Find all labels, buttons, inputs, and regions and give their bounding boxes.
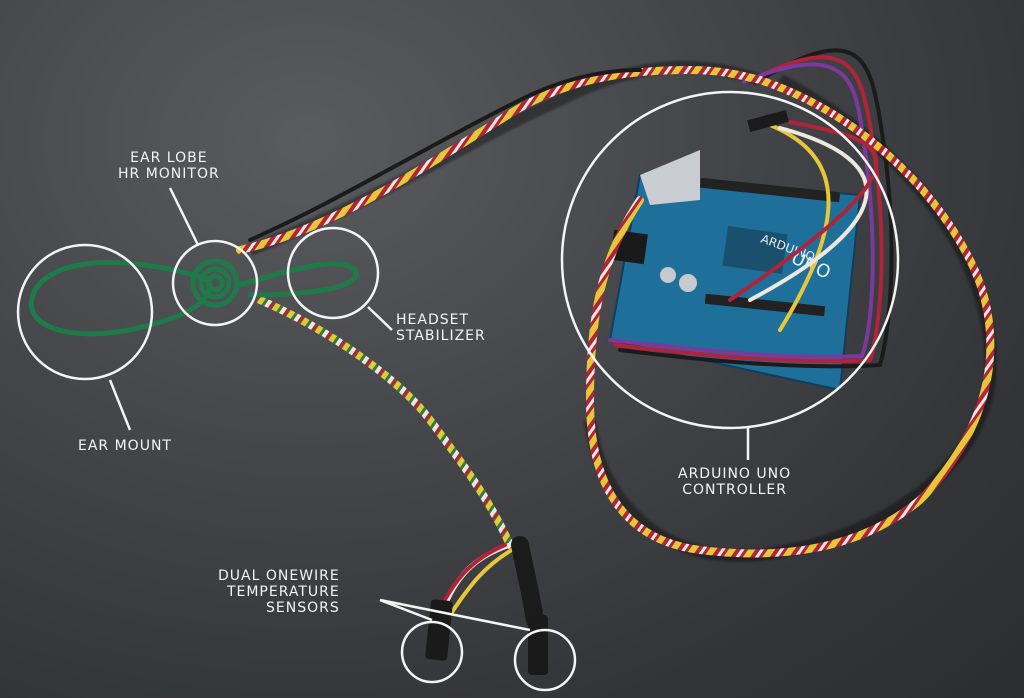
jumper-wires (608, 48, 894, 369)
sensor-left-marker-circle (400, 620, 464, 684)
ear-mount-marker-circle (16, 243, 154, 381)
sensor-leads (425, 536, 548, 675)
annotation-overlays (16, 90, 900, 692)
dual-onewire-temperature-sensors-label: DUAL ONEWIRE TEMPERATURE SENSORS (218, 568, 340, 616)
sensor-right-marker-circle (513, 628, 577, 692)
ear-lobe-hr-monitor-label: EAR LOBE HR MONITOR (118, 150, 220, 182)
ear-mount-label: EAR MOUNT (78, 438, 172, 454)
arduino-marker-circle (560, 90, 900, 430)
arduino-board: ARDUINO UNO (608, 150, 862, 392)
ear-lobe-marker-circle (171, 239, 259, 327)
headset-stabilizer-label: HEADSET STABILIZER (396, 312, 486, 344)
stabilizer-marker-circle (286, 226, 380, 320)
twisted-harness (236, 65, 995, 558)
arduino-uno-controller-label: ARDUINO UNO CONTROLLER (678, 466, 792, 498)
